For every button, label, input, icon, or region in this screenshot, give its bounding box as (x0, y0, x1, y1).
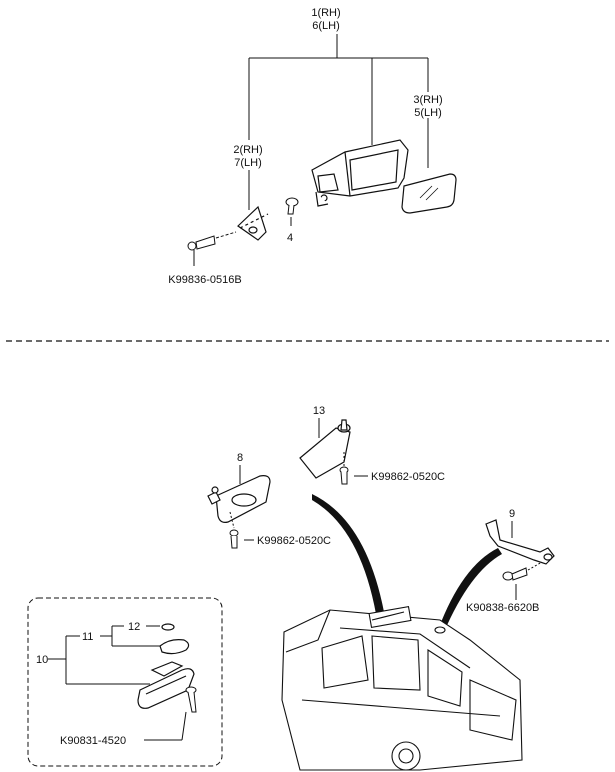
room-mirror-inset (27, 597, 223, 767)
assist-handle-drawing (485, 519, 555, 565)
pointer-visor (312, 494, 384, 614)
callout-7-lh: 7(LH) (234, 157, 262, 169)
screw-rh-drawing (339, 452, 349, 485)
room-mirror-screw-drawing (185, 686, 197, 713)
part-number-k90838-6620b: K90838-6620B (466, 602, 539, 614)
callout-6-lh: 6(LH) (312, 20, 340, 32)
callout-4: 4 (287, 232, 293, 244)
callout-1-rh: 1(RH) (311, 7, 340, 19)
inset-leaders (48, 625, 187, 741)
mirror-housing-drawing (311, 139, 409, 207)
sunvisor-lh-drawing (207, 475, 271, 523)
sunvisor-rh-drawing (299, 419, 351, 479)
callout-11: 11 (82, 631, 93, 643)
callout-3-rh: 3(RH) (413, 94, 442, 106)
cover-2-drawing (237, 205, 269, 241)
part-number-k99862-0520c-lh: K99862-0520C (257, 535, 331, 547)
part-number-k99836-0516b: K99836-0516B (168, 274, 241, 286)
part-number-k99862-0520c-rh: K99862-0520C (371, 471, 445, 483)
callout-2-rh: 2(RH) (233, 144, 262, 156)
leader-tree (248, 34, 429, 210)
outside-mirror-group: 1(RH) 6(LH) 3(RH) 5(LH) 2(RH) 7(LH) (168, 7, 457, 286)
pointer-handle (438, 548, 502, 632)
callout-9: 9 (509, 508, 515, 520)
callout-8: 8 (237, 452, 243, 464)
mirror-glass-drawing (401, 173, 457, 214)
screw-handle-drawing (502, 561, 543, 600)
screw-4-drawing (285, 197, 299, 226)
part-number-k90831-4520: K90831-4520 (60, 735, 126, 747)
screw-lh-drawing (229, 511, 239, 549)
room-mirror-drawing (137, 623, 195, 709)
bolt-drawing (187, 231, 237, 266)
callout-13: 13 (313, 405, 325, 417)
callout-12: 12 (128, 621, 140, 633)
vehicle-drawing (281, 605, 523, 771)
callout-10: 10 (36, 654, 48, 666)
interior-group: 13 K99862-0520C 8 K99862-0520C (27, 405, 555, 771)
callout-5-lh: 5(LH) (414, 107, 442, 119)
